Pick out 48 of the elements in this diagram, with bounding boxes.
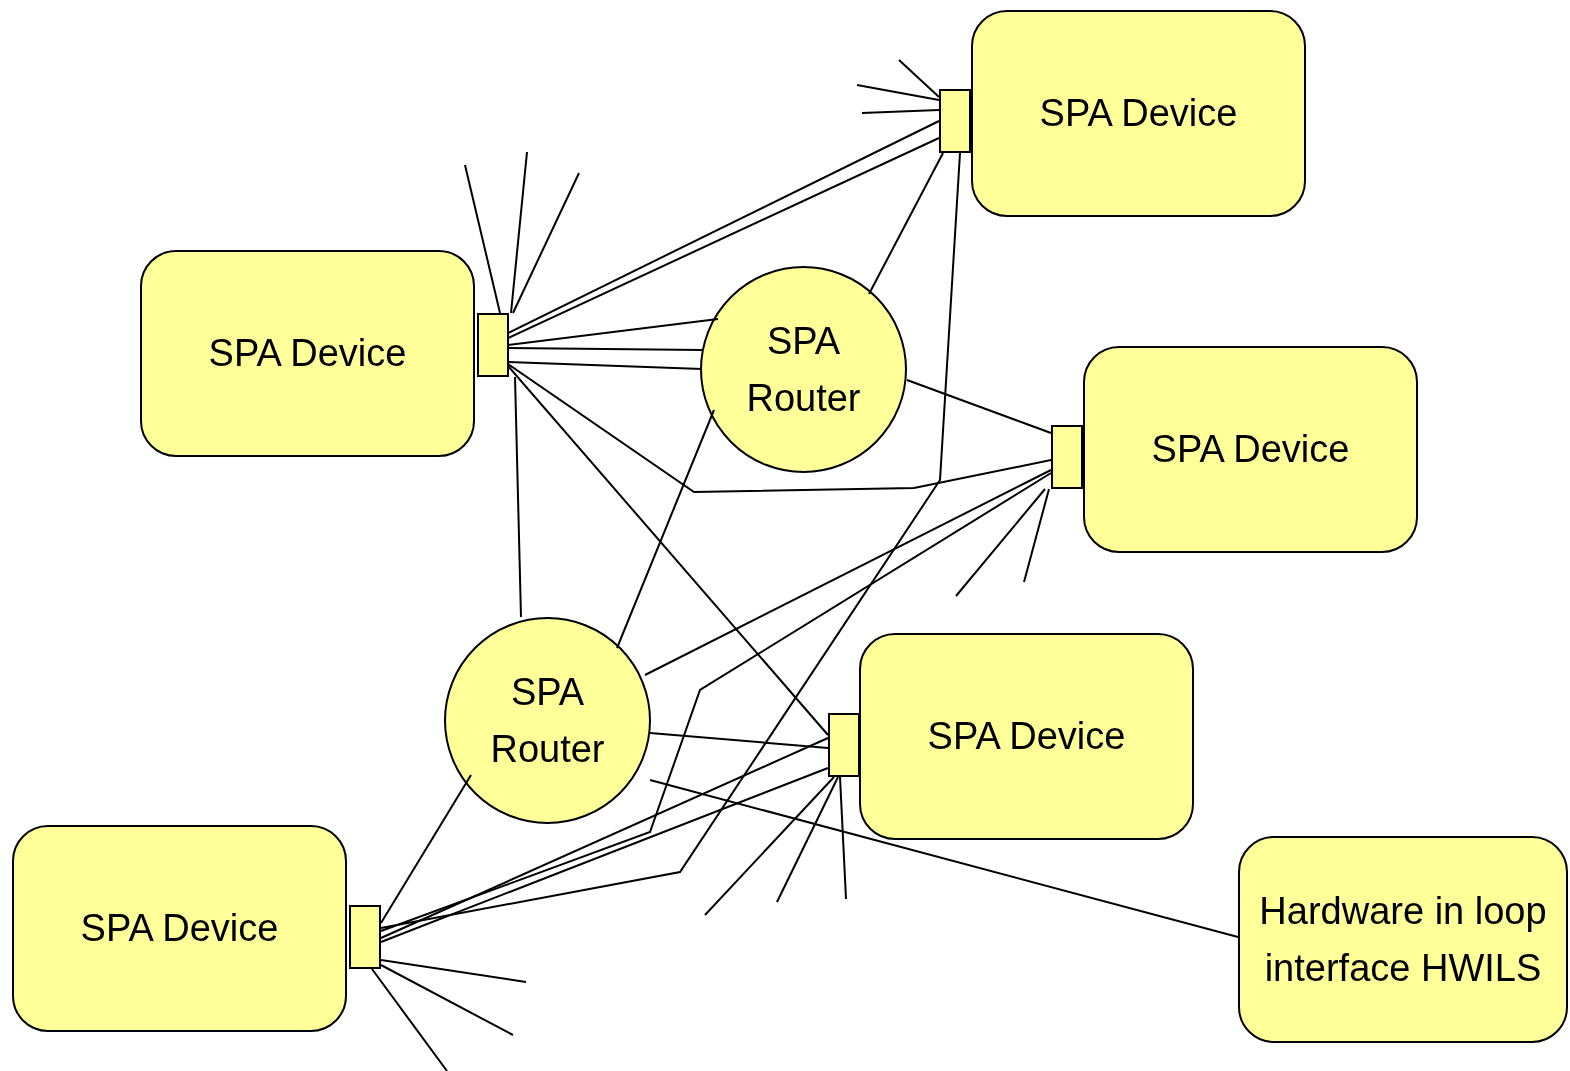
stub-line <box>380 959 527 983</box>
connector-line <box>507 347 703 351</box>
stub-line <box>371 968 448 1071</box>
device-box <box>859 633 1194 840</box>
connector-line <box>649 779 1239 938</box>
connector-line <box>649 732 829 749</box>
port-box <box>349 905 381 969</box>
stub-line <box>898 59 940 98</box>
connector-line <box>380 774 472 924</box>
stub-line <box>510 151 528 314</box>
connector-line <box>380 767 829 943</box>
stub-line <box>1023 488 1050 583</box>
port-box <box>939 89 971 153</box>
device-box <box>1238 836 1568 1043</box>
stub-line <box>512 172 580 314</box>
connector-line <box>868 152 944 295</box>
connector-line <box>380 152 961 929</box>
connector-line <box>906 379 1052 434</box>
stub-line <box>839 776 847 900</box>
node-label: SPA Device <box>207 331 408 376</box>
stub-line <box>861 109 940 114</box>
node-label: SPA Device <box>926 714 1127 759</box>
device-box <box>12 825 347 1032</box>
stub-line <box>464 164 501 314</box>
stub-line <box>776 776 839 903</box>
node-label: SPA Device <box>1038 91 1239 136</box>
connector-line <box>507 363 1052 493</box>
device-box <box>1083 346 1418 553</box>
stub-line <box>955 488 1046 597</box>
port-box <box>828 713 860 777</box>
connector-line <box>644 469 1052 676</box>
node-label: Hardware in loop interface HWILS <box>1258 888 1548 991</box>
stub-line <box>856 84 940 101</box>
connector-line <box>507 318 719 346</box>
node-label: SPA Device <box>1150 427 1351 472</box>
port-box <box>1051 425 1083 489</box>
connector-line <box>616 409 715 649</box>
connector-line <box>380 737 829 939</box>
connector-line <box>514 376 522 618</box>
port-box <box>477 313 509 377</box>
device-box <box>140 250 475 457</box>
connector-line <box>380 472 1052 932</box>
device-box <box>971 10 1306 217</box>
connector-line <box>507 365 829 736</box>
node-label: SPA Device <box>79 906 280 951</box>
connector-line <box>507 361 703 370</box>
stub-line <box>704 776 835 916</box>
stub-line <box>380 964 514 1036</box>
